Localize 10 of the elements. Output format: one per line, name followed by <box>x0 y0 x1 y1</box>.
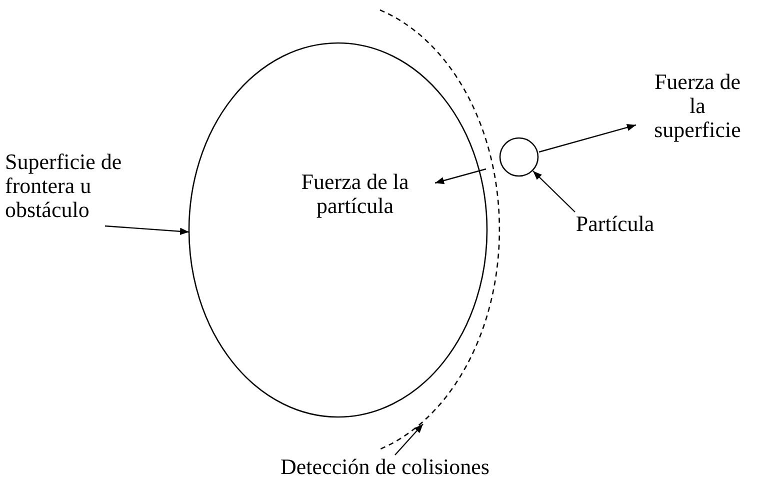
leader-line <box>394 424 424 456</box>
obstacle-ellipse <box>188 42 488 418</box>
particle-circle <box>499 137 539 177</box>
force-label: Fuerza de la partícula <box>300 170 410 218</box>
leader-line <box>532 170 576 212</box>
force-label: Fuerza de la superficie <box>653 70 742 142</box>
particle-label: Partícula <box>555 212 675 236</box>
collision-detection-label: Detección de colisiones <box>240 455 530 479</box>
boundary-label: Superficie de frontera u obstáculo <box>5 150 175 222</box>
leader-line <box>104 225 190 235</box>
